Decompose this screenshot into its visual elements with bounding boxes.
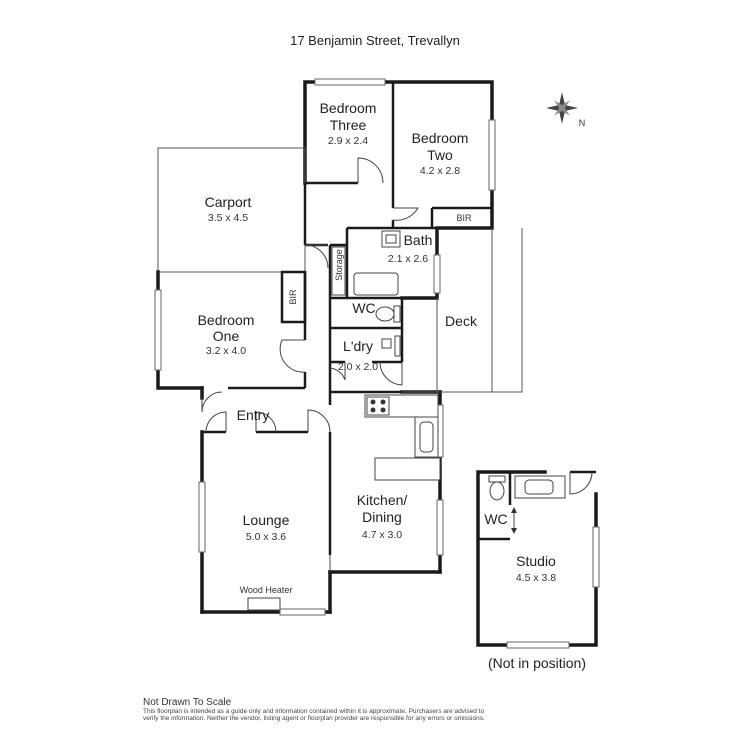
room-name: Dining [362, 509, 402, 525]
room-name: Studio [516, 553, 556, 569]
windows [154, 78, 496, 616]
room-studio-wc: WC [484, 511, 507, 527]
room-dims: 4.5 x 3.8 [516, 572, 556, 584]
studio-note: (Not in position) [488, 655, 586, 671]
compass-north-label: N [579, 118, 586, 128]
room-bath: Bath 2.1 x 2.6 [388, 232, 433, 265]
bir-bedroom-one-label: BIR [288, 289, 298, 305]
room-dims: 3.5 x 4.5 [208, 212, 248, 224]
room-dims: 4.2 x 2.8 [420, 165, 460, 177]
storage-label: Storage [334, 249, 344, 281]
doors [201, 157, 419, 572]
room-name: L'dry [343, 338, 373, 354]
room-entry: Entry [237, 407, 270, 423]
room-name: Kitchen/ [357, 492, 408, 508]
room-name: Bath [404, 232, 433, 248]
room-name: Lounge [243, 512, 290, 528]
fixtures [247, 230, 441, 611]
room-bedroom-one: Bedroom One 3.2 x 4.0 [198, 312, 255, 357]
room-lounge: Lounge 5.0 x 3.6 [243, 512, 290, 543]
studio-walls [476, 470, 600, 649]
room-laundry: L'dry 2.0 x 2.0 [338, 338, 378, 373]
room-deck: Deck [445, 313, 478, 329]
disclaimer-line-1: This floorplan is intended as a guide on… [143, 708, 484, 715]
disclaimer-heading: Not Drawn To Scale [143, 697, 232, 708]
room-name: One [213, 328, 240, 344]
disclaimer-line-2: verify the information. Neither the vend… [143, 715, 485, 722]
room-dims: 2.1 x 2.6 [388, 253, 428, 265]
room-dims: 5.0 x 3.6 [246, 531, 286, 543]
compass-rose-icon [546, 92, 578, 124]
property-address: 17 Benjamin Street, Trevallyn [290, 33, 460, 48]
room-bedroom-three: Bedroom Three 2.9 x 2.4 [320, 100, 377, 147]
room-dims: 2.0 x 2.0 [338, 361, 378, 373]
room-dims: 2.9 x 2.4 [328, 135, 368, 147]
room-wc: WC [352, 300, 375, 316]
room-name: Three [330, 117, 367, 133]
room-name: Two [427, 147, 453, 163]
wood-heater-label: Wood Heater [240, 585, 293, 595]
room-name: Bedroom [320, 100, 377, 116]
room-studio: Studio 4.5 x 3.8 [516, 553, 556, 584]
room-name: Carport [205, 194, 252, 210]
room-carport: Carport 3.5 x 4.5 [205, 194, 252, 224]
room-name: Bedroom [198, 312, 255, 328]
room-bedroom-two: Bedroom Two 4.2 x 2.8 [412, 130, 469, 177]
room-name: Bedroom [412, 130, 469, 146]
room-dims: 4.7 x 3.0 [362, 529, 402, 541]
room-dims: 3.2 x 4.0 [206, 345, 246, 357]
room-kitchen-dining: Kitchen/ Dining 4.7 x 3.0 [357, 492, 408, 541]
bir-bedroom-two-label: BIR [456, 213, 472, 223]
